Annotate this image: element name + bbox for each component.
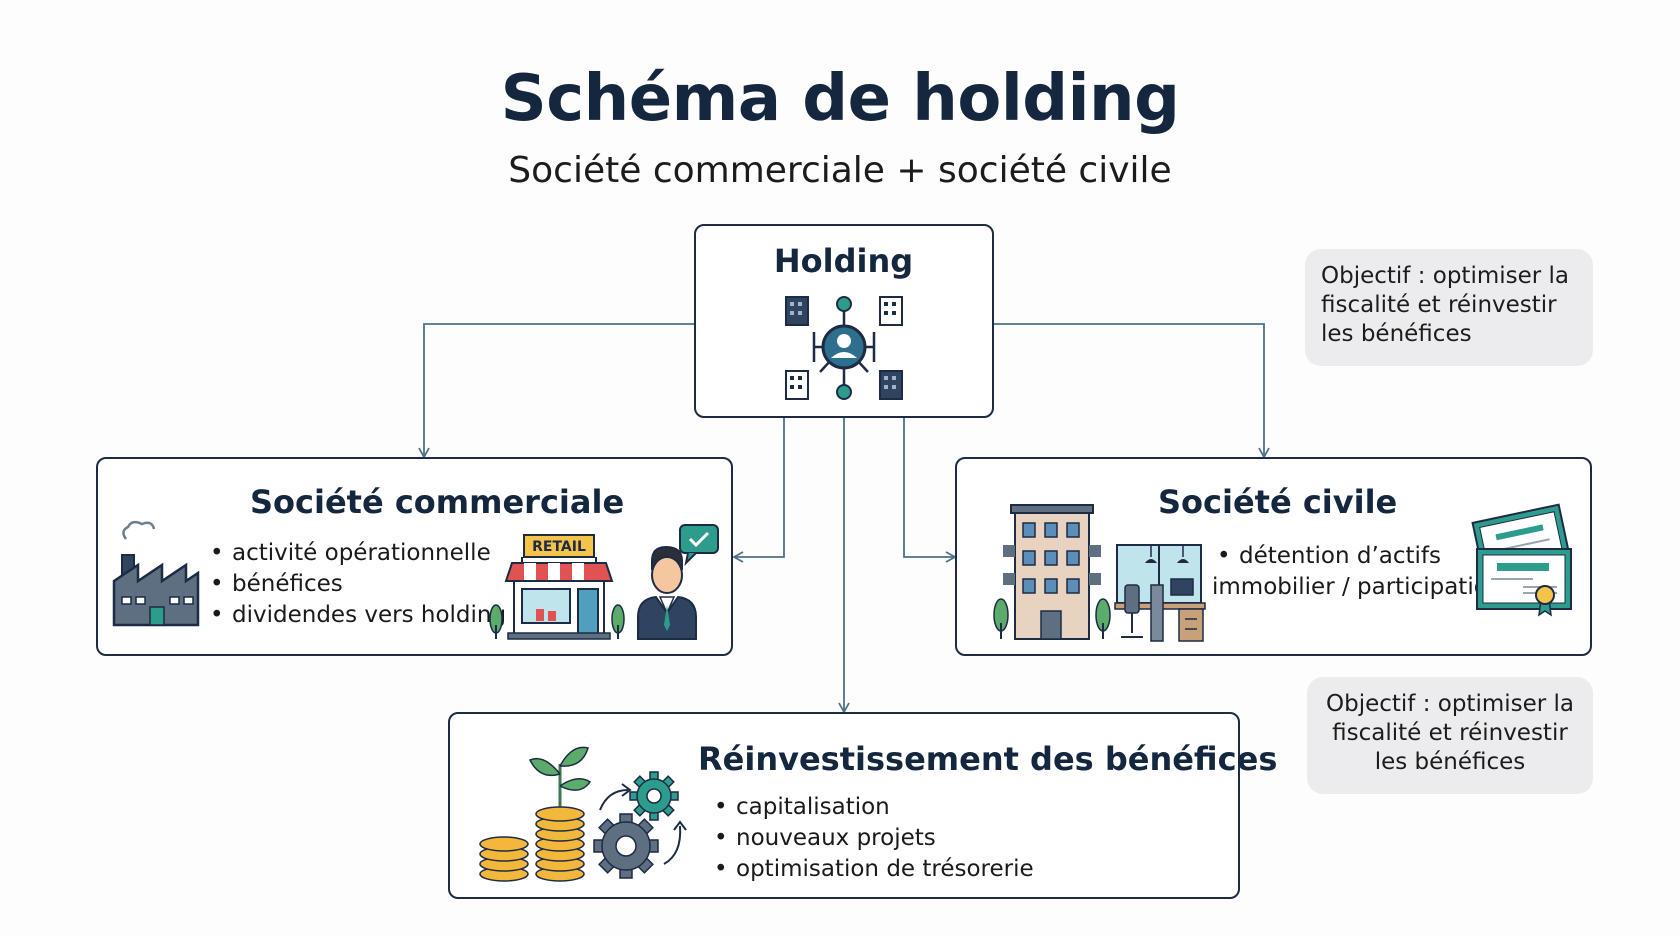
arrow-holding-to-commerciale-side: [732, 418, 785, 563]
list-item: activité opérationnelle: [210, 538, 506, 569]
note-line: fiscalité et réinvestir: [1321, 292, 1557, 318]
arrow-holding-to-civile-side: [903, 418, 957, 563]
civile-title: Société civile: [1158, 483, 1398, 521]
note-line: fiscalité et réinvestir: [1332, 720, 1568, 746]
reinvest-box: Réinvestissement des bénéfices capitalis…: [448, 712, 1277, 899]
commerciale-title: Société commerciale: [250, 483, 625, 521]
network-hub-icon: [785, 296, 903, 400]
holding-title: Holding: [773, 242, 914, 280]
list-item: nouveaux projets: [714, 823, 1034, 854]
civile-box: Société civile détention d’actifs immobi…: [955, 457, 1592, 656]
businessman-icon: [637, 524, 719, 640]
list-item: optimisation de trésorerie: [714, 854, 1034, 885]
reinvest-bullets: capitalisation nouveaux projets optimisa…: [714, 792, 1034, 885]
coins-growth-icon: [479, 746, 592, 882]
office-desk-icon: [1114, 544, 1206, 642]
retail-shop-icon: RETAIL: [489, 534, 625, 640]
list-item: dividendes vers holding: [210, 600, 506, 631]
note-line: les bénéfices: [1321, 321, 1472, 347]
commerciale-box: Société commerciale activité opérationne…: [96, 457, 733, 656]
civile-bullets: détention d’actifs: [1217, 541, 1441, 572]
commerciale-bullets: activité opérationnelle bénéfices divide…: [210, 538, 506, 631]
list-item: bénéfices: [210, 569, 506, 600]
note-line: Objectif : optimiser la: [1321, 263, 1570, 289]
note-line: les bénéfices: [1374, 749, 1526, 775]
list-item: capitalisation: [714, 792, 1034, 823]
arrow-holding-to-civile: [994, 323, 1270, 459]
holding-box: Holding: [694, 224, 994, 418]
list-item: détention d’actifs: [1217, 541, 1441, 572]
objective-note-bottom: Objectif : optimiser la fiscalité et réi…: [1307, 677, 1593, 794]
note-line: Objectif : optimiser la: [1325, 691, 1575, 717]
arrow-holding-to-commerciale: [418, 323, 694, 459]
objective-note-top: Objectif : optimiser la fiscalité et réi…: [1305, 249, 1593, 366]
page-title: Schéma de holding: [500, 62, 1180, 136]
factory-icon: [112, 520, 200, 627]
certificate-icon: [1471, 503, 1572, 617]
page-subtitle: Société commerciale + société civile: [508, 150, 1172, 191]
building-icon: [993, 504, 1111, 640]
gears-icon: [593, 771, 687, 879]
shop-sign-text: RETAIL: [532, 539, 586, 555]
reinvest-title: Réinvestissement des bénéfices: [698, 740, 1278, 778]
civile-bullet-continuation: immobilier / participations: [1212, 574, 1515, 600]
